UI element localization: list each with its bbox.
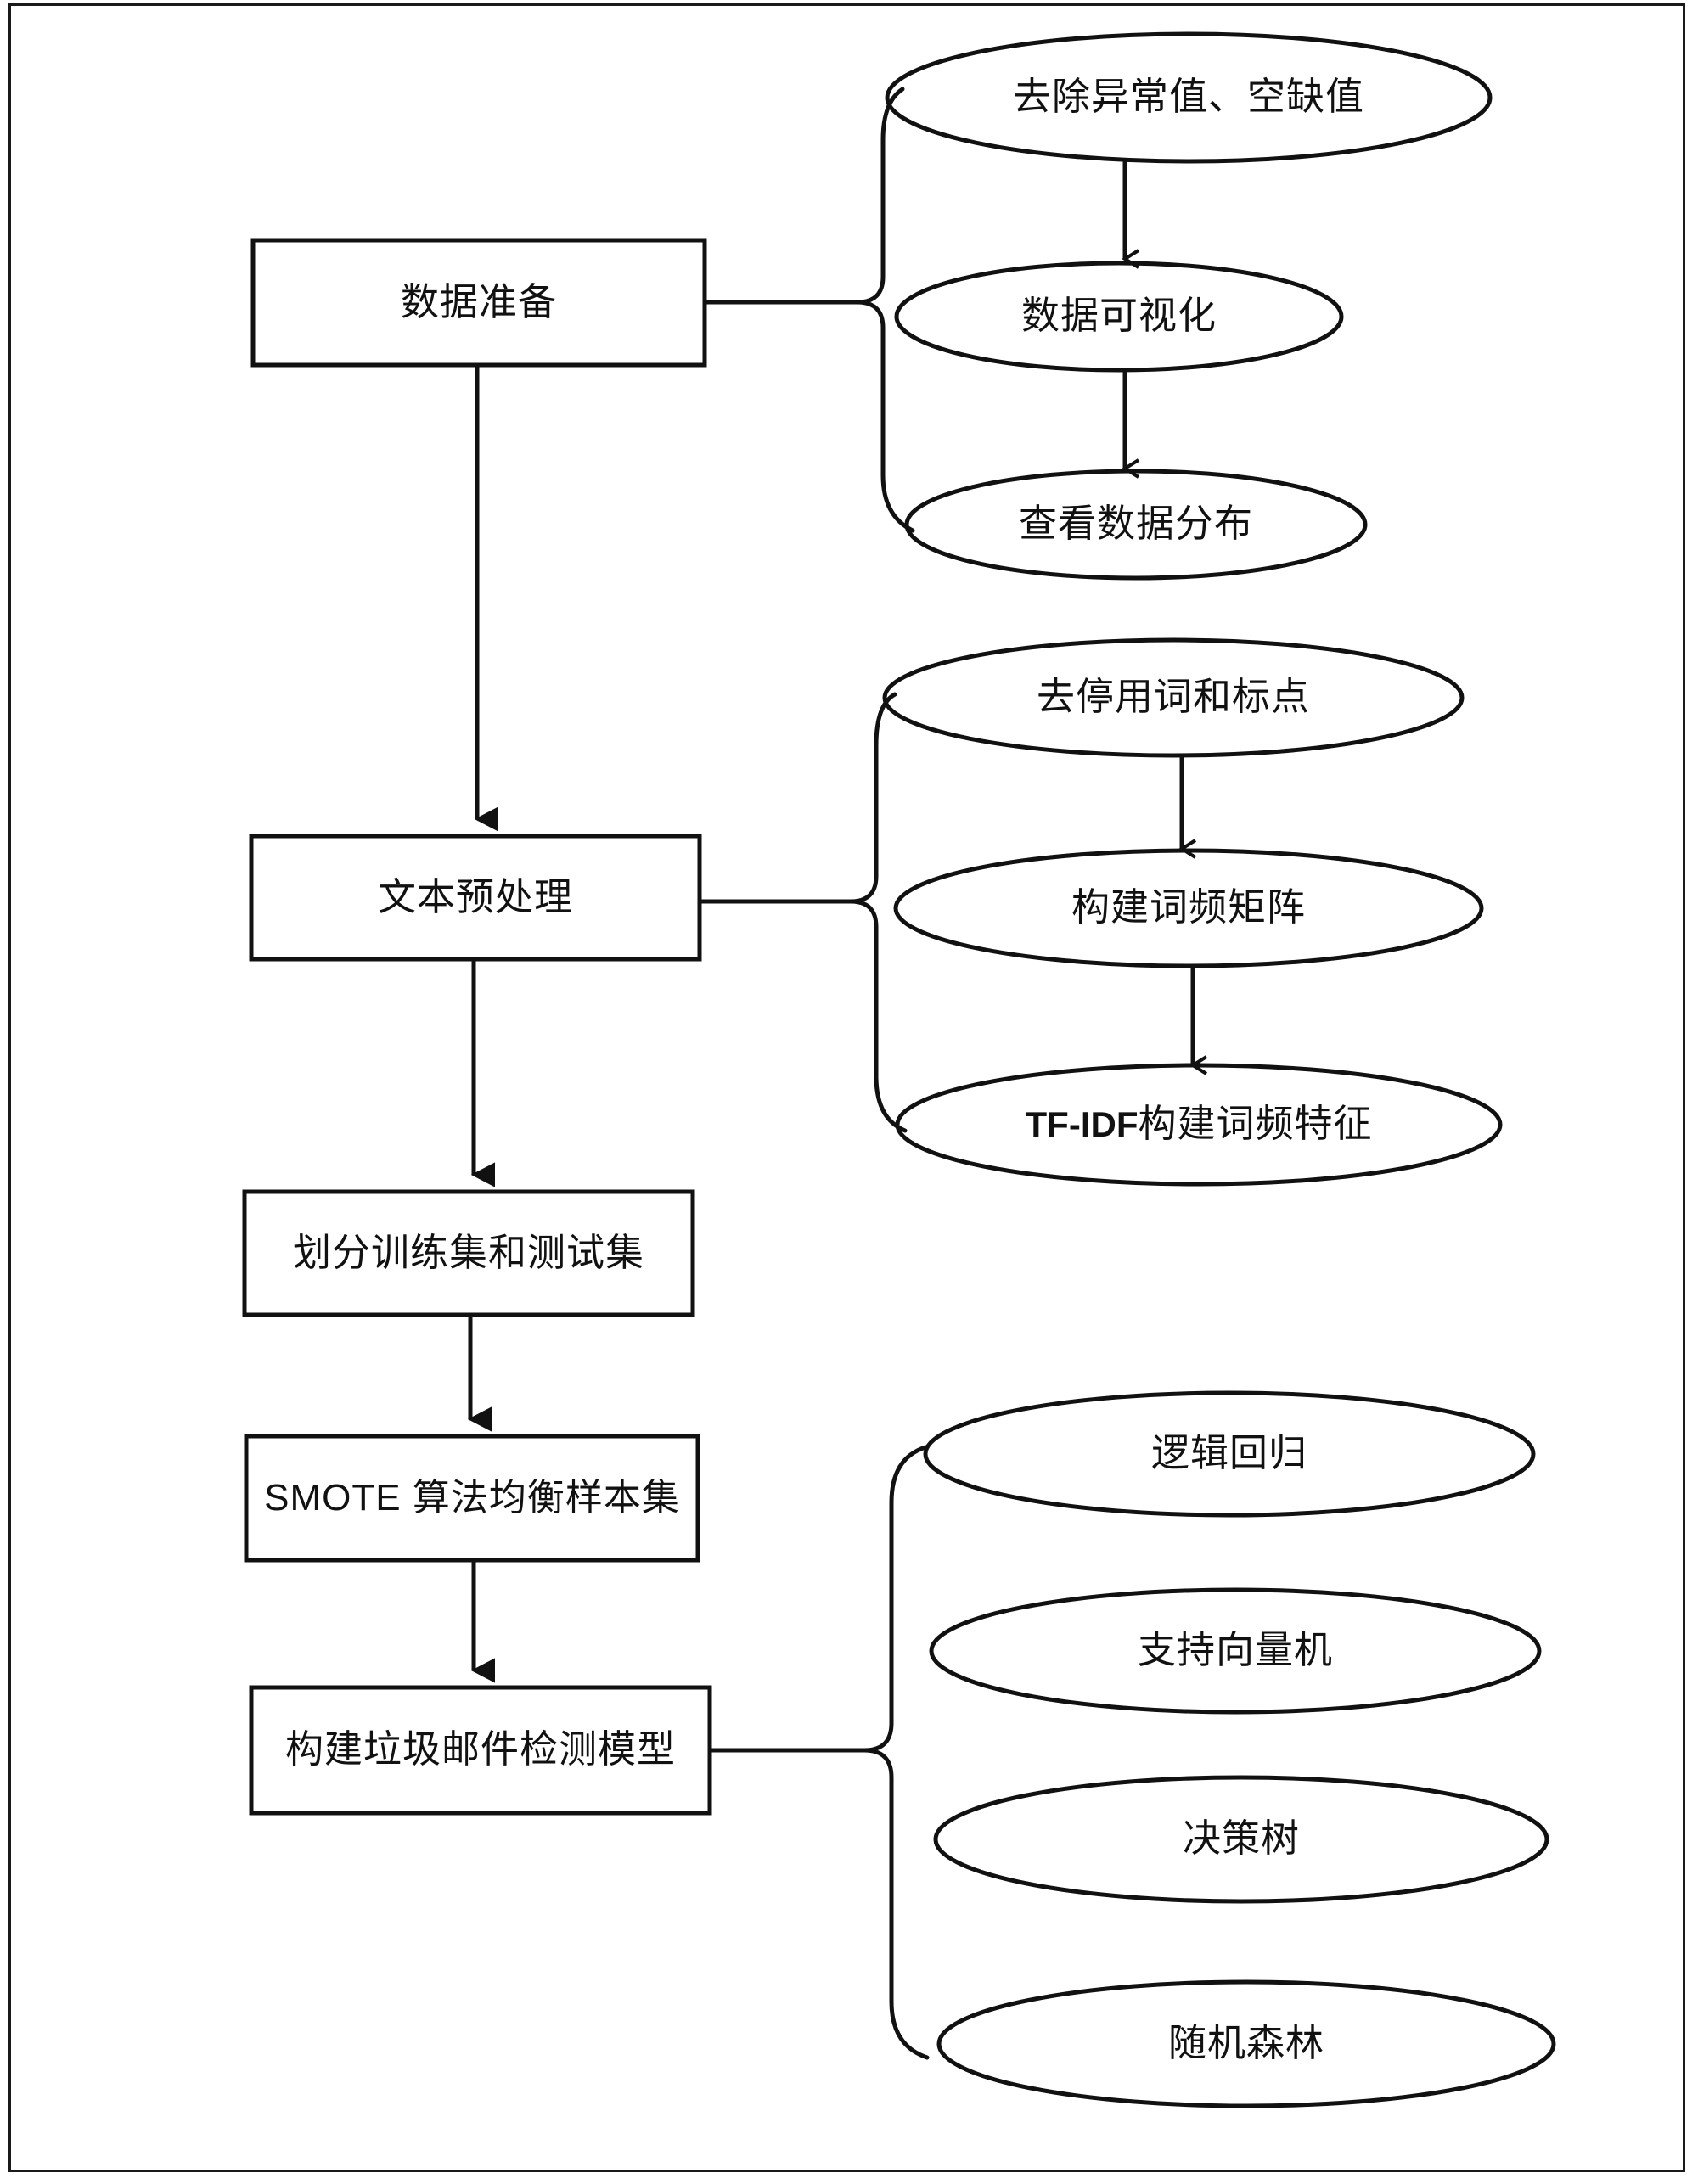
brace-data-preparation xyxy=(702,87,915,533)
label-remove-outliers: 去除异常值、空缺值 xyxy=(1012,76,1364,119)
label-tfidf-suffix: 构建词频特征 xyxy=(1138,1103,1373,1146)
label-tfidf-prefix: TF-IDF xyxy=(1025,1103,1139,1144)
node-ellipse-remove-outliers xyxy=(885,31,1493,164)
node-ellipse-support-vector-machine xyxy=(929,1587,1542,1715)
page-border xyxy=(8,3,1685,2172)
brace-text-preprocessing xyxy=(697,692,908,1133)
label-step-text-preprocessing: 文本预处理 xyxy=(377,875,573,918)
label-step-build-model: 构建垃圾邮件检测模型 xyxy=(284,1728,676,1771)
node-box-text-preprocessing xyxy=(249,834,702,962)
label-data-visualization: 数据可视化 xyxy=(1020,295,1217,338)
label-step-smote-balance: SMOTE 算法均衡样本集 xyxy=(264,1476,680,1519)
label-view-distribution: 查看数据分布 xyxy=(1018,502,1253,546)
node-ellipse-data-visualization xyxy=(894,261,1344,373)
node-box-split-dataset xyxy=(242,1189,695,1317)
node-box-build-model xyxy=(249,1685,712,1816)
label-decision-tree: 决策树 xyxy=(1182,1817,1300,1861)
label-step-data-preparation: 数据准备 xyxy=(400,280,557,323)
label-support-vector-machine: 支持向量机 xyxy=(1137,1629,1333,1672)
label-step-split-dataset: 划分训练集和测试集 xyxy=(292,1231,644,1274)
label-random-forest: 随机森林 xyxy=(1167,2022,1324,2065)
label-build-tf-matrix: 构建词频矩阵 xyxy=(1071,886,1306,929)
node-ellipse-remove-stopwords xyxy=(882,637,1465,758)
node-ellipse-logistic-regression xyxy=(923,1390,1536,1518)
node-box-smote-balance xyxy=(244,1434,700,1563)
label-tfidf-features: TF-IDF 构建词频特征 xyxy=(897,1065,1500,1184)
node-ellipse-decision-tree xyxy=(933,1775,1549,1904)
node-ellipse-random-forest xyxy=(936,1979,1556,2108)
brace-models xyxy=(707,1445,930,2060)
label-logistic-regression: 逻辑回归 xyxy=(1150,1432,1307,1475)
label-remove-stopwords: 去停用词和标点 xyxy=(1036,676,1310,719)
